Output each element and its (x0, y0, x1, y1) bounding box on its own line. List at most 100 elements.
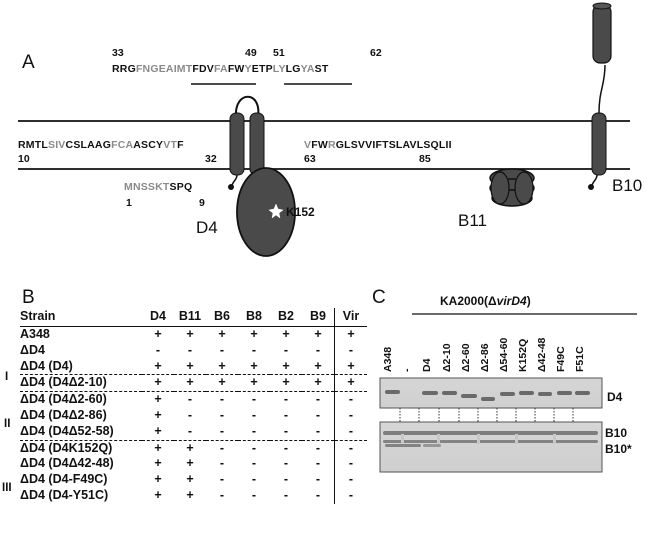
sequence-segment: FT (375, 139, 389, 151)
table-cell: + (154, 487, 162, 502)
table-cell: + (174, 374, 206, 393)
strain-name-cell: ΔD4 (D4Δ42-48) (20, 456, 114, 471)
table-row: ΔD4 (D4Δ42-48)++----- (20, 456, 367, 473)
sequence-segment: SPQ (169, 181, 193, 193)
lane-label: K152Q (517, 338, 529, 372)
sequence-segment: FCA (111, 139, 134, 151)
table-cell: - (155, 342, 161, 357)
table-cell: - (315, 487, 321, 502)
table-row: ΔD4 (D4K152Q)++----- (20, 440, 367, 457)
table-cell: - (251, 487, 257, 502)
column-header-b2: B2 (270, 308, 302, 327)
table-cell: + (334, 326, 367, 343)
lane-label: F51C (574, 346, 586, 372)
column-header-b9: B9 (302, 308, 335, 327)
d4-label: D4 (196, 218, 218, 237)
strain-name-cell: ΔD4 (D4K152Q) (20, 440, 113, 455)
table-cell: + (186, 440, 194, 455)
table-cell: - (270, 423, 302, 441)
strain-name-cell: ΔD4 (D4Δ2-86) (20, 407, 107, 422)
table-cell: - (283, 456, 289, 471)
table-cell: - (187, 342, 193, 357)
column-header-b11: B11 (174, 308, 206, 327)
sequence-segment: VLSQLII (409, 139, 452, 151)
residue-number-9: 9 (199, 197, 205, 209)
table-cell: + (186, 472, 194, 487)
sequence-segment: FDV (192, 63, 214, 75)
table-cell: - (219, 487, 225, 502)
blot-label-b10-star: B10* (605, 442, 632, 456)
strain-name-cell: ΔD4 (D4-F49C) (20, 472, 108, 487)
table-cell: - (219, 440, 225, 455)
table-cell: + (206, 358, 238, 376)
table-row: A348+++++++ (20, 326, 367, 343)
table-cell: + (154, 407, 162, 422)
table-cell: - (334, 487, 367, 504)
table-cell: + (154, 327, 162, 341)
table-cell: - (334, 472, 367, 488)
strain-name-cell: ΔD4 (D4Δ2-10) (20, 374, 142, 393)
table-cell: - (334, 440, 367, 457)
table-cell: + (142, 423, 174, 441)
table-cell: + (186, 487, 194, 502)
table-cell: - (334, 391, 367, 408)
table-cell: + (206, 374, 238, 393)
panel-a-letter: A (22, 52, 35, 73)
column-header-strain: Strain (20, 308, 142, 327)
n-terminal-sequence: MNSSKTSPQ (124, 181, 192, 193)
table-cell: + (334, 358, 367, 376)
strain-name-cell: ΔD4 (D4Δ2-60) (20, 392, 107, 407)
strain-name-cell: ΔD4 (D4) (20, 358, 142, 376)
strain-name-cell: ΔD4 (20, 342, 45, 357)
sequence-segment: SLA (73, 139, 95, 151)
table-cell: - (334, 423, 367, 441)
table-cell: + (250, 327, 258, 341)
column-header-b6: B6 (206, 308, 238, 327)
table-row: ΔD4 (D4)+++++++ (20, 358, 367, 376)
table-cell: + (186, 327, 194, 341)
sequence-segment: AG (94, 139, 112, 151)
tm1-sequence: RMTLSIVCSLAAGFCAASCYVTF (18, 139, 184, 151)
table-cell: - (219, 392, 225, 407)
sequence-segment: FW (311, 139, 328, 151)
table-cell: - (219, 342, 225, 357)
loop-sequence: RRGFNGEAIMTFDVFAFWYETPLYLGYAST (112, 63, 329, 75)
table-cell: - (315, 440, 321, 455)
table-cell: - (334, 407, 367, 424)
table-cell: - (315, 342, 321, 357)
group-label-i: I (5, 371, 9, 383)
table-cell: - (283, 392, 289, 407)
sequence-segment: VT (163, 139, 178, 151)
table-cell: - (219, 407, 225, 422)
sequence-segment: FA (213, 63, 228, 75)
strain-title-underline (412, 313, 637, 315)
strain-title-prefix: KA2000(Δ (440, 294, 497, 308)
sequence-segment: Y (244, 63, 252, 75)
sequence-segment: LY (272, 63, 286, 75)
table-cell: + (238, 358, 270, 376)
strain-title: KA2000(ΔvirD4) (440, 294, 531, 308)
table-cell: - (187, 407, 193, 422)
blot-label-d4: D4 (607, 390, 623, 404)
table-cell: + (218, 327, 226, 341)
table-cell: + (238, 374, 270, 393)
sequence-segment: ETP (251, 63, 273, 75)
table-cell: - (283, 440, 289, 455)
sequence-segment: SIV (47, 139, 66, 151)
table-row: ΔD4------- (20, 342, 367, 359)
table-cell: - (187, 392, 193, 407)
table-cell: - (283, 407, 289, 422)
sequence-segment: GLSV (335, 139, 366, 151)
lane-label: Δ54-60 (498, 337, 510, 372)
table-cell: - (283, 342, 289, 357)
residue-number-32: 32 (205, 153, 217, 165)
table-cell: + (302, 358, 335, 376)
table-cell: + (154, 456, 162, 471)
sequence-segment: YA (300, 63, 315, 75)
sequence-segment: R (327, 139, 336, 151)
table-cell: - (283, 472, 289, 487)
strain-name-cell: ΔD4 (D4-Y51C) (20, 487, 109, 502)
sequence-segment: RRG (112, 63, 136, 75)
sequence-segment: C (65, 139, 74, 151)
group-label-ii: II (4, 418, 11, 430)
